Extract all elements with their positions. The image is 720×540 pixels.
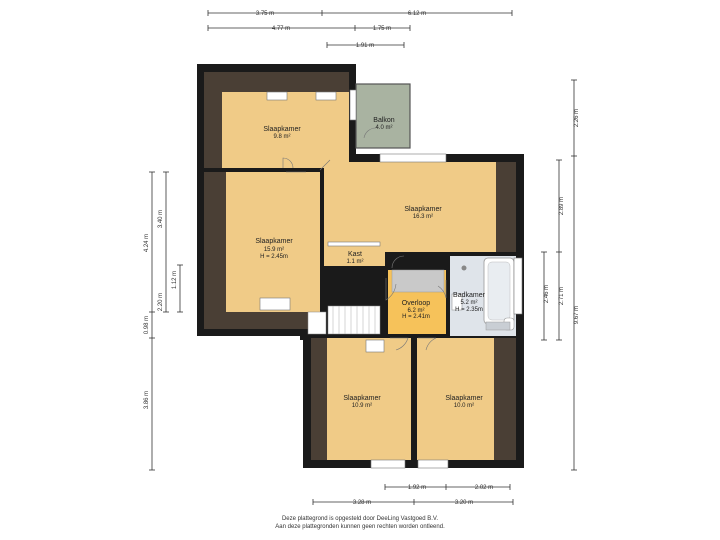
slope-strip [204,72,349,92]
room-closet[interactable] [324,246,385,266]
footer-line-1: Deze plattegrond is opgesteld door DeeLi… [281,516,439,522]
room-area: 6.2 m² [407,308,424,314]
slope-strip [311,338,327,460]
dim-label: 9.67 m [574,306,580,324]
dim-label: 1.75 m [373,26,391,32]
room-name: Slaapkamer [263,126,301,133]
dim-label: 2.26 m [574,109,580,127]
slope-strip [496,162,516,252]
dim-label: 1.91 m [356,43,374,49]
washbasin [451,293,463,311]
room-name: Slaapkamer [255,238,293,245]
slope-strip [204,172,226,329]
room-name: Overloop [402,300,431,307]
dimension-lines [149,10,577,505]
dim-label: 0.98 m [144,316,150,334]
room-name: Slaapkamer [343,395,381,402]
dim-label: 1.12 m [172,271,178,289]
room-name: Kast [348,251,362,258]
slope-strip [204,312,316,329]
room-labels: Slaapkamer 9.8 m² Balkon 4.0 m² Slaapkam… [255,117,485,409]
dim-label: 2.46 m [544,285,550,303]
room-area: 15.9 m² [264,247,284,253]
room-area: 16.3 m² [413,214,433,220]
slope-strip [204,72,222,168]
dim-label: 3.40 m [158,210,164,228]
dim-label: 3.75 m [256,11,274,17]
dim-label: 4.77 m [272,26,290,32]
dim-label: 4.24 m [144,234,150,252]
room-height: H = 2.45m [260,254,288,260]
balcony[interactable] [355,83,411,149]
dim-label: 3.20 m [455,500,473,506]
dim-label: 3.28 m [353,500,371,506]
room-area: 10.0 m² [454,403,474,409]
room-height: H = 2.41m [402,314,430,320]
windows [259,89,523,469]
shower-drain [461,265,467,271]
rooms [204,72,516,460]
room-area: 10.9 m² [352,403,372,409]
room-name: Badkamer [453,292,486,299]
room-name: Slaapkamer [445,395,483,402]
radiator [485,321,511,331]
room-area: 1.1 m² [346,259,363,265]
dim-label: 2.20 m [158,293,164,311]
room-area: 9.8 m² [273,134,290,140]
dim-label: 2.02 m [475,485,493,491]
room-bedroom-top-left[interactable] [222,92,349,168]
room-bedroom-left[interactable] [226,172,320,312]
slope-strip [494,338,516,460]
staircase[interactable] [307,305,381,335]
room-area: 5.2 m² [460,300,477,306]
room-bedroom-bottom-right[interactable] [417,338,494,460]
room-bedroom-bottom-left[interactable] [327,338,411,460]
dim-label: 3.86 m [144,391,150,409]
room-name: Balkon [373,117,395,124]
dim-label: 1.92 m [408,485,426,491]
room-bedroom-top-right[interactable] [324,162,496,252]
footer-line-2: Aan deze plattegronden kunnen geen recht… [275,524,445,530]
dimension-labels: 3.75 m 6.12 m 4.77 m 1.75 m 1.91 m 3.40 … [144,11,580,506]
stair-landing-box [391,269,445,293]
room-area: 4.0 m² [375,125,392,131]
room-height: H = 2.35m [455,307,483,313]
dim-label: 2.89 m [559,197,565,215]
doors [282,127,447,351]
room-name: Slaapkamer [404,206,442,213]
dim-label: 2.71 m [559,287,565,305]
dim-label: 6.12 m [408,11,426,17]
